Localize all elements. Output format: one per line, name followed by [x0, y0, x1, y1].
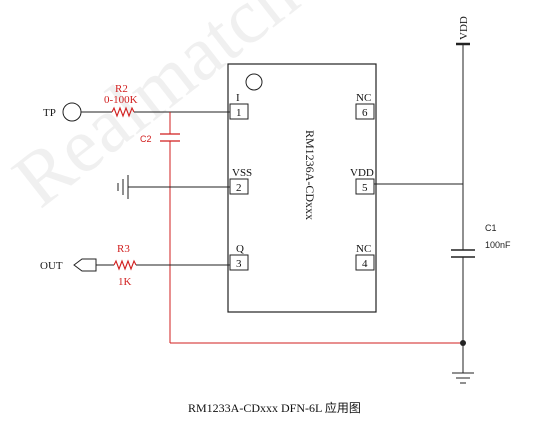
r2-resistor	[111, 106, 135, 118]
pin-6-number: 6	[362, 107, 368, 119]
r2-value: 0-100K	[104, 94, 138, 106]
r3-resistor	[113, 259, 137, 271]
diagram-caption: RM1233A-CDxxx DFN-6L 应用图	[188, 400, 361, 415]
ic-body	[227, 63, 377, 313]
pin-4-box	[355, 254, 375, 271]
pin-2-name: VSS	[232, 167, 252, 179]
c1-value: 100nF	[485, 240, 511, 250]
r3-ref: R3	[117, 243, 130, 255]
c1-ref: C1	[485, 223, 497, 233]
pin-5-box	[355, 178, 375, 195]
r3-value: 1K	[118, 276, 132, 288]
pin-2-number: 2	[236, 182, 242, 194]
pin-6-name: NC	[356, 92, 371, 104]
pin-3-number: 3	[236, 258, 242, 270]
vdd-label: VDD	[458, 16, 470, 40]
pin-4-name: NC	[356, 243, 371, 255]
c2-ref: C2	[140, 134, 152, 144]
pin-3-name: Q	[236, 243, 244, 255]
pin-5-number: 5	[362, 182, 368, 194]
pin1-marker	[245, 73, 263, 91]
tp-port-label: TP	[43, 107, 56, 119]
pin-6-box	[355, 103, 375, 120]
pin-1-name: I	[236, 92, 240, 104]
tp-port-circle	[62, 102, 82, 122]
pin-3-box	[229, 254, 249, 271]
pin-4-number: 4	[362, 258, 368, 270]
pin-1-number: 1	[236, 107, 242, 119]
out-port-label: OUT	[40, 260, 63, 272]
junction-dot	[460, 340, 466, 346]
r2-ref: R2	[115, 83, 128, 95]
ic-part-number: RM1236A-CDxxx	[303, 130, 317, 220]
pin-5-name: VDD	[350, 167, 374, 179]
out-port-arrow	[73, 258, 97, 272]
